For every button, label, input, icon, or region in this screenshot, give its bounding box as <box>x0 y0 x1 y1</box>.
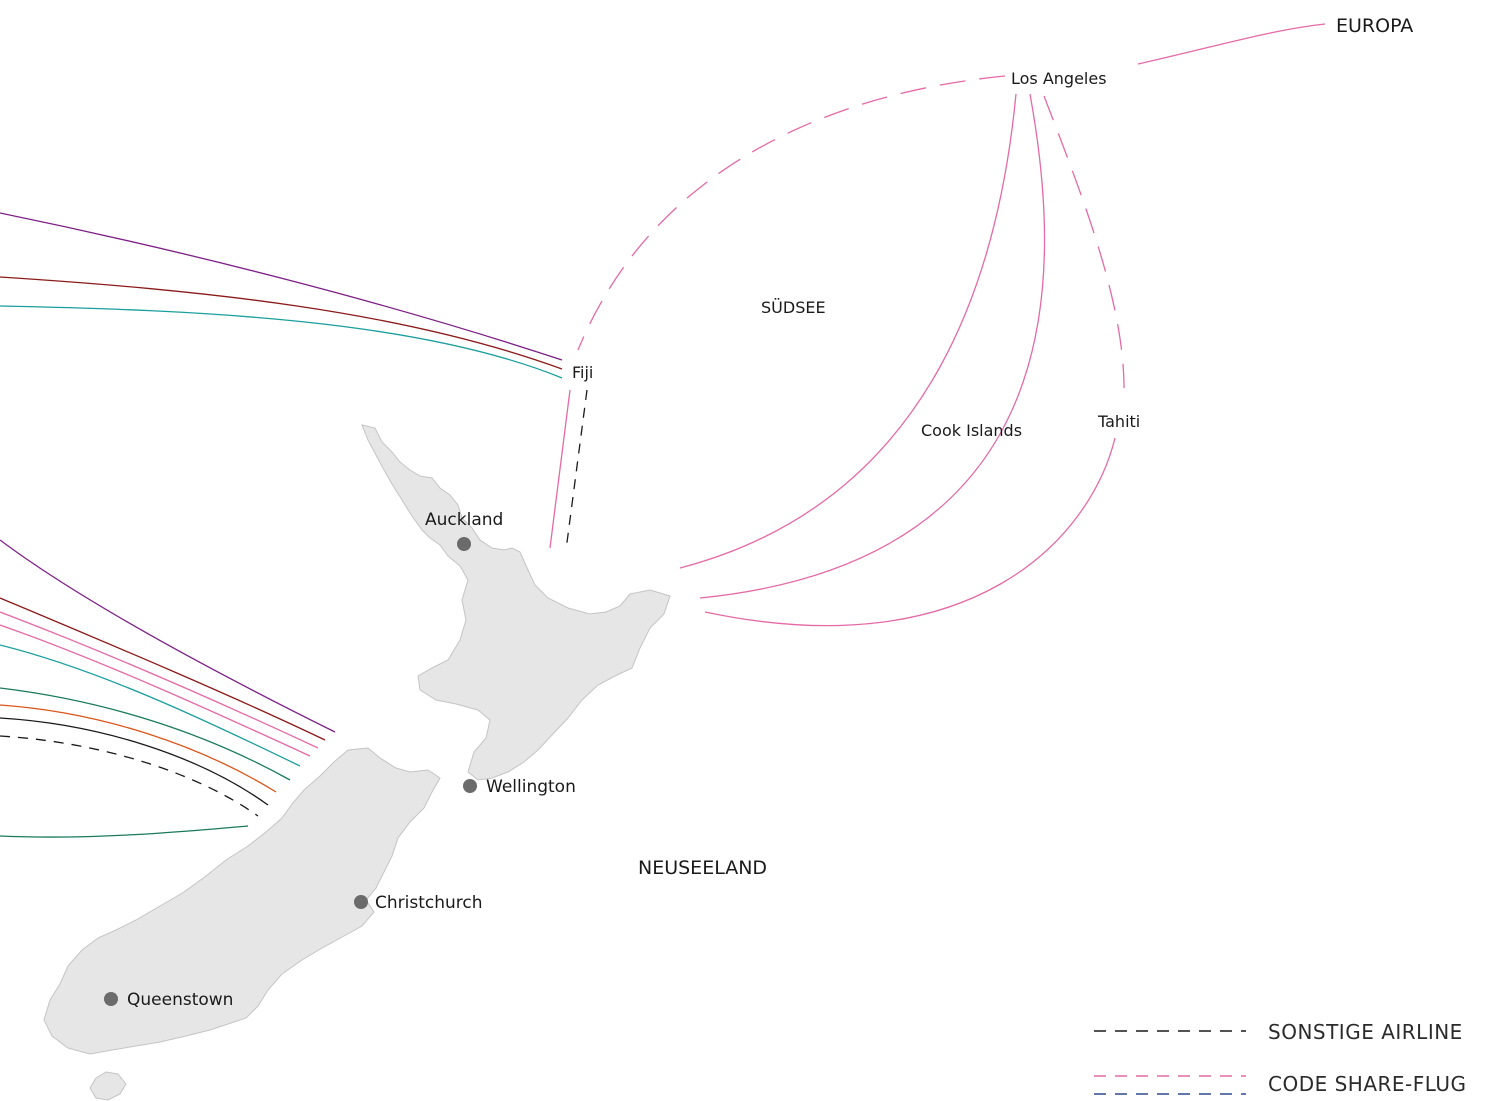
route-la-auckland-2 <box>699 93 1046 599</box>
route-west-nz-black <box>0 717 269 806</box>
south-island-shape <box>43 747 441 1055</box>
label-auckland: Auckland <box>425 510 503 530</box>
route-west-fiji-teal <box>0 305 563 379</box>
route-la-fiji-codeshare <box>577 75 1006 351</box>
route-la-tahiti-codeshare <box>1043 95 1125 389</box>
route-west-nz-maroon <box>0 597 326 741</box>
stewart-island-shape <box>89 1071 127 1101</box>
los-angeles-routes <box>577 23 1326 627</box>
route-west-nz-pink-2 <box>0 624 311 757</box>
route-west-nz-green <box>0 687 291 781</box>
christchurch-marker <box>354 895 368 909</box>
label-fiji: Fiji <box>572 363 593 382</box>
queenstown-marker <box>104 992 118 1006</box>
western-routes <box>0 539 336 838</box>
legend: SONSTIGE AIRLINE CODE SHARE-FLUG <box>1094 1020 1467 1096</box>
label-cook-islands: Cook Islands <box>921 421 1022 440</box>
label-christchurch: Christchurch <box>375 893 483 913</box>
route-fiji-auckland-other <box>565 389 588 551</box>
auckland-marker <box>457 537 471 551</box>
label-tahiti: Tahiti <box>1097 412 1140 431</box>
north-island-shape <box>361 424 671 781</box>
legend-other-airline-label: SONSTIGE AIRLINE <box>1268 1020 1463 1044</box>
route-west-fiji-purple <box>0 212 563 361</box>
label-los-angeles: Los Angeles <box>1011 69 1107 88</box>
route-la-europa <box>1137 23 1326 65</box>
route-west-nz-purple <box>0 539 336 733</box>
route-fiji-auckland-codeshare <box>549 389 571 549</box>
label-queenstown: Queenstown <box>127 990 233 1010</box>
label-neuseeland: NEUSEELAND <box>638 857 767 879</box>
route-west-nz-teal <box>0 644 301 767</box>
route-west-nz-black-dashed <box>0 735 259 817</box>
route-west-nz-orange <box>0 704 277 793</box>
route-west-nz-pink-1 <box>0 611 319 749</box>
label-wellington: Wellington <box>486 777 576 797</box>
fiji-routes <box>0 212 588 551</box>
legend-code-share-label: CODE SHARE-FLUG <box>1268 1072 1467 1096</box>
route-west-fiji-maroon <box>0 276 563 370</box>
route-west-nz-green-2 <box>0 825 249 838</box>
wellington-marker <box>463 779 477 793</box>
route-la-auckland-1 <box>679 93 1017 569</box>
label-europa: EUROPA <box>1336 15 1413 37</box>
route-tahiti-auckland <box>704 437 1116 627</box>
label-suedsee: SÜDSEE <box>761 298 826 317</box>
